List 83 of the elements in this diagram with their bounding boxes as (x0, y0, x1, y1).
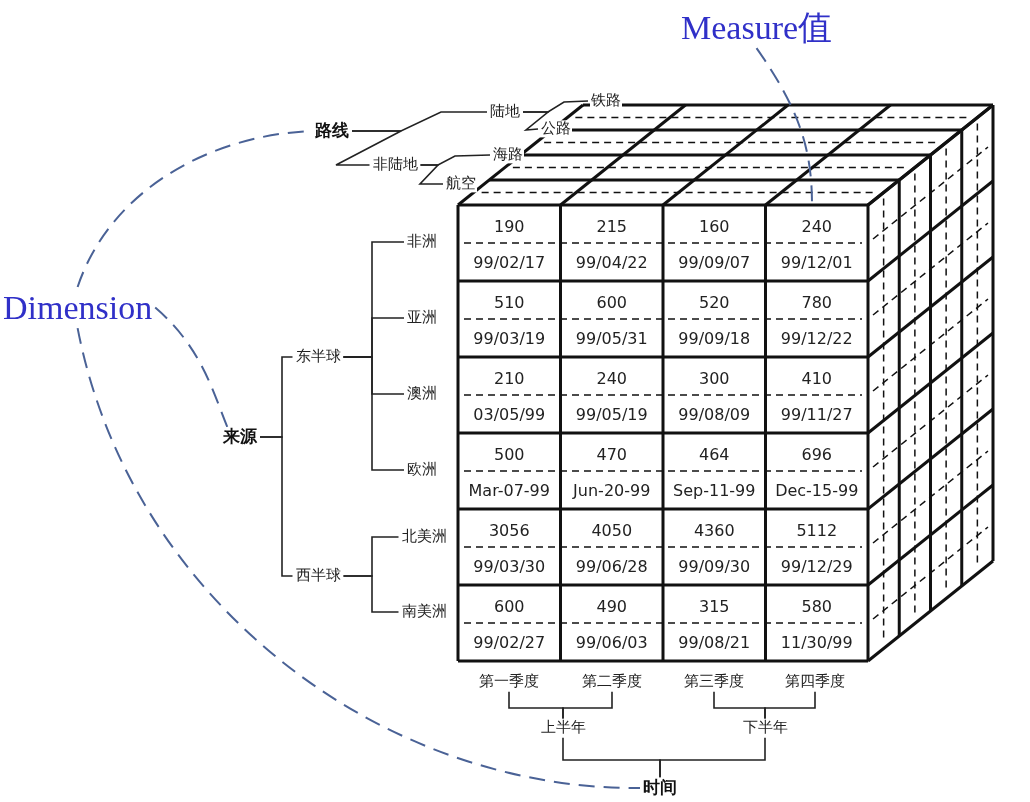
hierarchy-line (259, 436, 294, 577)
cell-value: 510 (494, 292, 525, 311)
cell-date: 99/09/30 (678, 556, 751, 576)
hierarchy-line (562, 690, 613, 720)
hierarchy-label: 第三季度 (683, 673, 745, 691)
cell-value: 410 (801, 368, 832, 387)
hierarchy-line (335, 130, 402, 166)
cell-value: 464 (699, 444, 730, 463)
cell-date: 99/09/07 (678, 252, 751, 272)
cell-value: 160 (699, 216, 730, 235)
dashed-connector (76, 327, 641, 789)
hierarchy-label: 欧洲 (406, 461, 438, 479)
cell-value: 300 (699, 368, 730, 387)
cell-value: 240 (596, 368, 627, 387)
hierarchy-label: 第一季度 (478, 673, 540, 691)
cell-value: 500 (494, 444, 525, 463)
hierarchy-line (418, 164, 444, 185)
cell-value: 4050 (591, 520, 633, 539)
hierarchy-label: 澳洲 (406, 385, 438, 403)
hierarchy-line (659, 736, 766, 779)
annotation-label: Measure值 (680, 8, 834, 48)
cell-date: 99/04/22 (575, 252, 648, 272)
hierarchy-label: 非洲 (406, 233, 438, 251)
cell-date: 99/03/30 (473, 556, 546, 576)
cell-value: 600 (494, 596, 525, 615)
hierarchy-line (342, 575, 400, 613)
cell-date: 03/05/99 (473, 404, 546, 424)
cell-date: 99/08/09 (678, 404, 751, 424)
hierarchy-line (764, 690, 816, 720)
hierarchy-label: 上半年 (539, 719, 587, 737)
dimension-label: 来源 (222, 427, 258, 447)
cell-date: 99/02/17 (473, 252, 546, 272)
dimension-label: 路线 (314, 121, 350, 141)
cell-date: 99/06/03 (575, 632, 648, 652)
cell-value: 210 (494, 368, 525, 387)
cell-date: 99/05/19 (575, 404, 648, 424)
hierarchy-label: 公路 (540, 120, 572, 138)
hierarchy-label: 非陆地 (371, 156, 419, 174)
cell-value: 580 (801, 596, 832, 615)
hierarchy-label: 第四季度 (784, 673, 846, 691)
hierarchy-label: 陆地 (489, 103, 521, 121)
cell-date: 99/02/27 (473, 632, 546, 652)
cell-date: Mar-07-99 (468, 480, 550, 500)
cell-value: 215 (596, 216, 627, 235)
cell-date: Sep-11-99 (673, 480, 756, 500)
cell-value: 490 (596, 596, 627, 615)
cell-date: 11/30/99 (780, 632, 853, 652)
hierarchy-label: 南美洲 (400, 603, 448, 621)
dimension-label: 时间 (642, 778, 678, 798)
cell-date: 99/11/27 (780, 404, 853, 424)
hierarchy-label: 亚洲 (406, 309, 438, 327)
cell-value: 240 (801, 216, 832, 235)
cell-date: 99/12/01 (780, 252, 853, 272)
hierarchy-line (342, 356, 405, 471)
cell-date: 99/05/31 (575, 328, 648, 348)
cell-date: 99/06/28 (575, 556, 648, 576)
hierarchy-line (522, 111, 551, 131)
cell-value: 520 (699, 292, 730, 311)
hierarchy-label: 西半球 (294, 567, 342, 585)
hierarchy-label: 东半球 (294, 348, 342, 366)
hierarchy-label: 下半年 (741, 719, 789, 737)
cell-date: 99/09/18 (678, 328, 751, 348)
cell-date: 99/12/29 (780, 556, 853, 576)
annotation-label: Dimension (2, 288, 154, 328)
cell-value: 600 (596, 292, 627, 311)
cell-value: 190 (494, 216, 525, 235)
cell-value: 4360 (693, 520, 735, 539)
cell-value: 5112 (796, 520, 838, 539)
hierarchy-label: 航空 (445, 175, 477, 193)
cell-date: 99/08/21 (678, 632, 751, 652)
cell-date: 99/03/19 (473, 328, 546, 348)
hierarchy-label: 北美洲 (400, 528, 448, 546)
cell-value: 315 (699, 596, 730, 615)
hierarchy-label: 第二季度 (581, 673, 643, 691)
hierarchy-label: 海路 (492, 146, 524, 164)
cell-value: 3056 (488, 520, 530, 539)
hierarchy-label: 铁路 (590, 92, 622, 110)
cell-date: 99/12/22 (780, 328, 853, 348)
cell-value: 696 (801, 444, 832, 463)
cell-date: Dec-15-99 (775, 480, 859, 500)
cell-value: 780 (801, 292, 832, 311)
cell-value: 470 (596, 444, 627, 463)
cell-date: Jun-20-99 (573, 480, 651, 500)
